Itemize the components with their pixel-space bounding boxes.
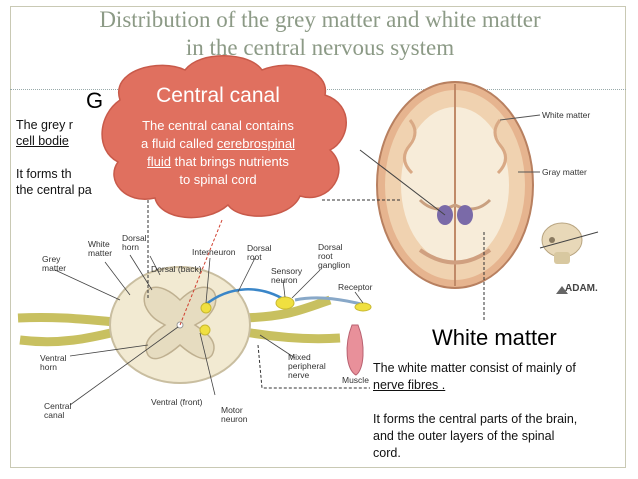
central-canal-callout [101, 55, 347, 219]
callout-line-2-text: a fluid called [141, 136, 217, 151]
white-text-line-5: cord. [373, 446, 401, 460]
grey-text-line-1: The grey r [16, 118, 73, 132]
white-text-line-3: It forms the central parts of the brain, [373, 412, 578, 426]
white-text-line-2: nerve fibres . [373, 378, 446, 392]
white-text-line-1: The white matter consist of mainly of [373, 361, 576, 375]
callout-line-2: a fluid called cerebrospinal [112, 135, 324, 153]
callout-line-3: fluid that brings nutrients [112, 153, 324, 171]
label-receptor: Receptor [338, 282, 373, 292]
grey-matter-heading: G [86, 88, 104, 113]
grey-text-line-2: cell bodie [16, 134, 69, 148]
callout-line-3-text: that brings nutrients [171, 154, 289, 169]
label-muscle: Muscle [342, 375, 369, 385]
brain-label-gray-matter: Gray matter [542, 167, 587, 177]
label-interneuron: Interneuron [192, 247, 236, 257]
callout-title: Central canal [156, 84, 280, 107]
adam-logo-icon [556, 286, 568, 294]
grey-text-line-4: the central pa [16, 183, 92, 197]
brain-cross-section [359, 81, 541, 320]
grey-text-line-3: It forms th [16, 167, 72, 181]
label-dorsal-back: Dorsal (back) [151, 264, 202, 274]
spinal-cord-diagram [17, 254, 372, 406]
label-ventral-front: Ventral (front) [151, 397, 203, 407]
title-line-1: Distribution of the grey matter and whit… [99, 7, 541, 32]
cerebrospinal-link: cerebrospinal [216, 136, 295, 151]
fluid-link: fluid [147, 154, 172, 169]
adam-brand: ADAM. [565, 283, 598, 294]
white-text-line-4: and the outer layers of the spinal [373, 429, 555, 443]
slide-frame [10, 6, 626, 468]
skull-icon [539, 222, 599, 264]
brain-label-white-matter: White matter [542, 110, 591, 120]
callout-line-1: The central canal contains [142, 118, 294, 133]
callout-line-4: to spinal cord [179, 172, 257, 187]
white-matter-heading: White matter [432, 325, 557, 350]
callout-body: The central canal contains a fluid calle… [112, 117, 324, 189]
